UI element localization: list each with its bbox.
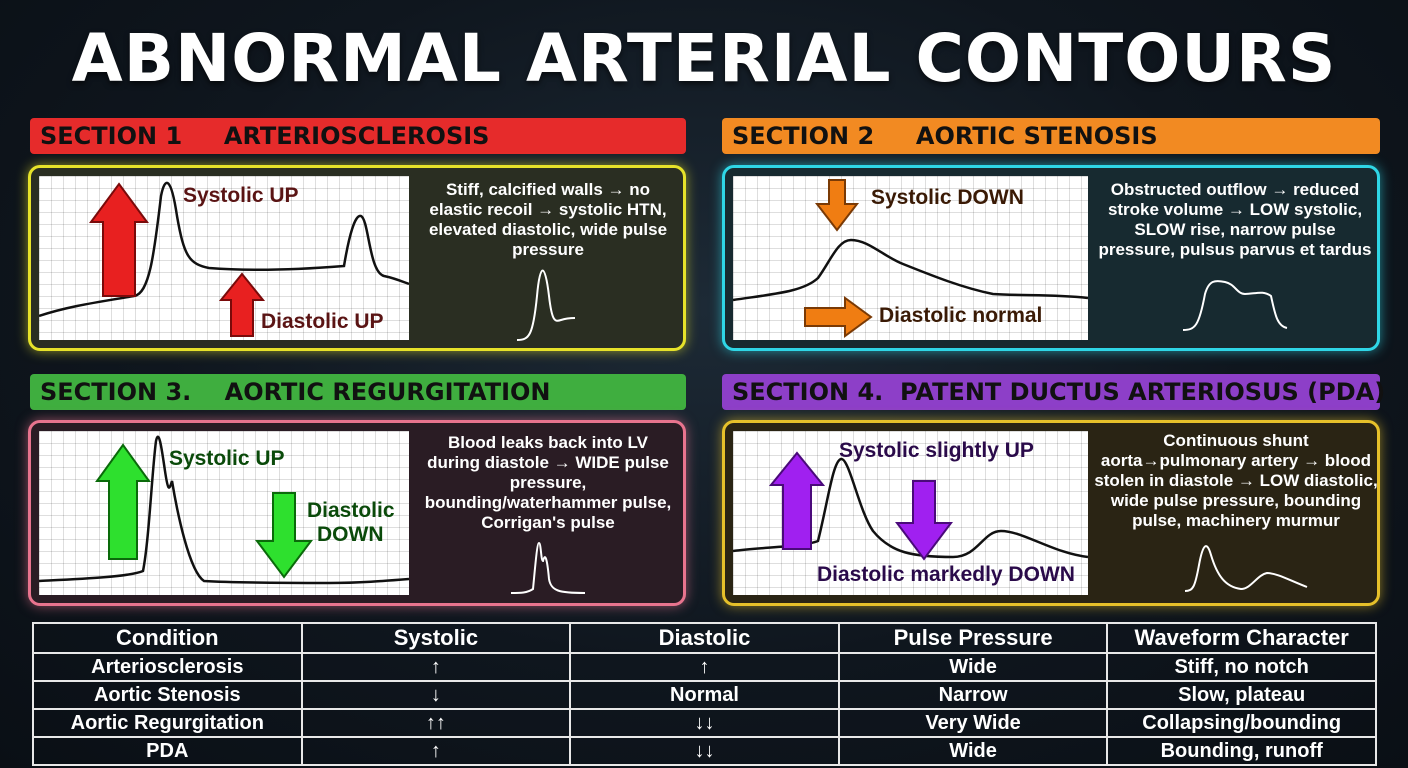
red-up-arrow-icon xyxy=(89,182,149,297)
systolic-up-label: Systolic UP xyxy=(169,447,285,470)
systolic-up-label: Systolic UP xyxy=(183,184,299,207)
table-cell: Very Wide xyxy=(837,708,1109,738)
table-cell: ↑ xyxy=(569,652,840,682)
diastolic-down-label: DOWN xyxy=(317,523,384,546)
purple-down-arrow-icon xyxy=(895,480,953,561)
table-header-cell: Systolic xyxy=(300,622,572,654)
section-2-header: SECTION 2 AORTIC STENOSIS xyxy=(722,118,1380,154)
table-row: Aortic Regurgitation ↑↑ ↓↓ Very Wide Col… xyxy=(32,708,1377,738)
table-cell: Arteriosclerosis xyxy=(32,652,303,682)
purple-up-arrow-icon xyxy=(768,451,826,550)
section-1-mini-waveform xyxy=(516,269,576,341)
table-header-cell: Diastolic xyxy=(569,622,840,654)
table-cell: Normal xyxy=(569,680,840,710)
table-cell: Wide xyxy=(837,736,1109,766)
table-row: Aortic Stenosis ↓ Normal Narrow Slow, pl… xyxy=(32,680,1377,710)
section-1-waveform-graph: Systolic UP Diastolic UP xyxy=(39,176,409,340)
table-cell: ↓↓ xyxy=(569,708,840,738)
table-cell: Bounding, runoff xyxy=(1106,736,1377,766)
orange-right-arrow-icon xyxy=(804,296,873,338)
diastolic-label: Diastolic xyxy=(307,499,395,522)
section-1-header: SECTION 1 ARTERIOSCLEROSIS xyxy=(30,118,686,154)
orange-down-arrow-icon xyxy=(814,179,860,232)
section-4-panel: Systolic slightly UP Diastolic markedly … xyxy=(722,420,1380,606)
section-2-mini-waveform xyxy=(1182,280,1288,331)
table-cell: Stiff, no notch xyxy=(1106,652,1377,682)
section-3-header: SECTION 3. AORTIC REGURGITATION xyxy=(30,374,686,410)
table-row: PDA ↑ ↓↓ Wide Bounding, runoff xyxy=(32,736,1377,766)
summary-table: Condition Systolic Diastolic Pulse Press… xyxy=(32,622,1377,766)
table-row: Arteriosclerosis ↑ ↑ Wide Stiff, no notc… xyxy=(32,652,1377,682)
red-up-arrow-icon xyxy=(218,272,266,337)
table-cell: Aortic Regurgitation xyxy=(32,708,303,738)
table-cell: ↓↓ xyxy=(569,736,840,766)
green-down-arrow-icon xyxy=(255,492,313,579)
section-4-description: Continuous shunt aorta→pulmonary artery … xyxy=(1094,431,1378,530)
diastolic-up-label: Diastolic UP xyxy=(261,310,384,333)
section-2-description: Obstructed outflow → reduced stroke volu… xyxy=(1098,180,1372,259)
table-header-cell: Waveform Character xyxy=(1106,622,1377,654)
table-cell: ↑ xyxy=(300,736,572,766)
section-3-description: Blood leaks back into LV during diastole… xyxy=(424,433,672,532)
page-title: ABNORMAL ARTERIAL CONTOURS xyxy=(71,20,1337,97)
section-4-header: SECTION 4. PATENT DUCTUS ARTERIOSUS (PDA… xyxy=(722,374,1385,410)
table-cell: ↑↑ xyxy=(300,708,572,738)
table-cell: ↑ xyxy=(300,652,572,682)
section-1-description: Stiff, calcified walls → no elastic reco… xyxy=(428,180,668,259)
section-2-panel: Systolic DOWN Diastolic normal Obstructe… xyxy=(722,165,1380,351)
table-cell: Aortic Stenosis xyxy=(32,680,303,710)
table-cell: ↓ xyxy=(300,680,572,710)
section-1-panel: Systolic UP Diastolic UP Stiff, calcifie… xyxy=(28,165,686,351)
diastolic-markedly-down-label: Diastolic markedly DOWN xyxy=(817,563,1075,586)
section-3-waveform-graph: Systolic UP Diastolic DOWN xyxy=(39,431,409,595)
green-up-arrow-icon xyxy=(95,443,151,560)
pda-waveform xyxy=(733,457,1088,559)
diastolic-normal-label: Diastolic normal xyxy=(879,304,1043,327)
table-cell: Wide xyxy=(837,652,1109,682)
aortic-regurgitation-waveform xyxy=(39,435,409,585)
section-4-mini-waveform xyxy=(1184,545,1308,592)
table-header-cell: Pulse Pressure xyxy=(837,622,1109,654)
section-4-waveform-graph: Systolic slightly UP Diastolic markedly … xyxy=(733,431,1088,595)
table-cell: Collapsing/bounding xyxy=(1106,708,1377,738)
table-cell: Narrow xyxy=(837,680,1109,710)
section-3-panel: Systolic UP Diastolic DOWN Blood leaks b… xyxy=(28,420,686,606)
table-header-row: Condition Systolic Diastolic Pulse Press… xyxy=(32,622,1377,654)
systolic-down-label: Systolic DOWN xyxy=(871,186,1024,209)
systolic-slightly-up-label: Systolic slightly UP xyxy=(839,439,1034,462)
table-cell: Slow, plateau xyxy=(1106,680,1377,710)
table-cell: PDA xyxy=(32,736,303,766)
arteriosclerosis-waveform xyxy=(39,181,409,318)
table-header-cell: Condition xyxy=(32,622,303,654)
section-2-waveform-graph: Systolic DOWN Diastolic normal xyxy=(733,176,1088,340)
aortic-stenosis-waveform xyxy=(733,238,1088,302)
section-3-mini-waveform xyxy=(510,541,586,594)
